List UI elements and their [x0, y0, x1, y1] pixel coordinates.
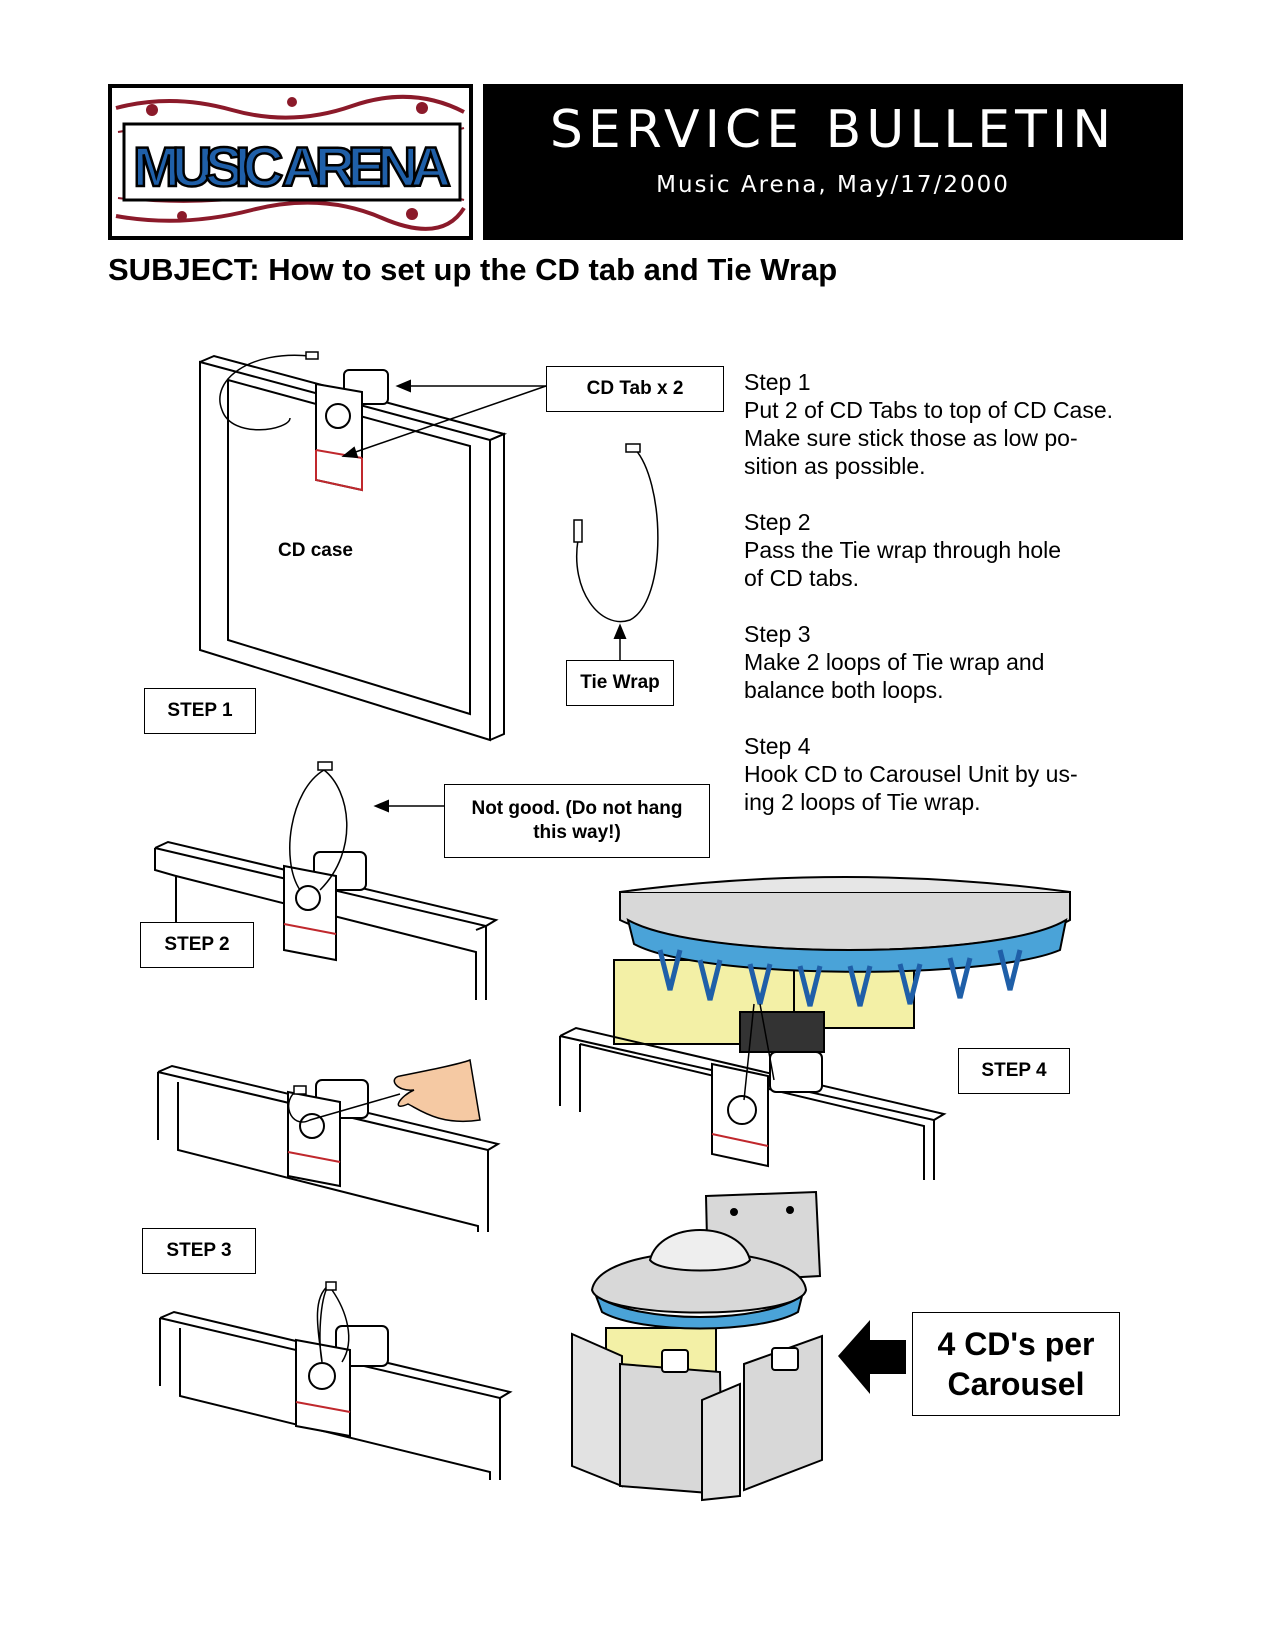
- instruction-step-1: Step 1 Put 2 of CD Tabs to top of CD Cas…: [744, 368, 1114, 480]
- bulletin-date: Music Arena, May/17/2000: [656, 172, 1010, 198]
- full-carousel-illustration: [571, 1190, 823, 1502]
- step1-label: STEP 1: [144, 688, 256, 734]
- carousel-closeup-illustration: [559, 876, 1071, 1180]
- step4-label: STEP 4: [958, 1048, 1070, 1094]
- instruction-step-4: Step 4 Hook CD to Carousel Unit by us- i…: [744, 732, 1114, 816]
- instruction-heading: Step 1: [744, 369, 811, 395]
- per-carousel-callout: 4 CD's per Carousel: [912, 1312, 1120, 1416]
- instruction-heading: Step 3: [744, 621, 811, 647]
- bulletin-banner: SERVICE BULLETIN Music Arena, May/17/200…: [483, 84, 1183, 240]
- instruction-step-3: Step 3 Make 2 loops of Tie wrap and bala…: [744, 620, 1114, 704]
- instruction-heading: Step 2: [744, 509, 811, 535]
- bulletin-title: SERVICE BULLETIN: [549, 100, 1117, 160]
- tie-wrap-label: Tie Wrap: [566, 660, 674, 706]
- instructions-column: Step 1 Put 2 of CD Tabs to top of CD Cas…: [744, 368, 1114, 844]
- step3-label: STEP 3: [142, 1228, 256, 1274]
- instruction-heading: Step 4: [744, 733, 811, 759]
- cd-tab-label: CD Tab x 2: [546, 366, 724, 412]
- instruction-step-2: Step 2 Pass the Tie wrap through hole of…: [744, 508, 1114, 592]
- cd-case-label: CD case: [278, 540, 353, 561]
- instruction-text: Make 2 loops of Tie wrap and balance bot…: [744, 649, 1045, 703]
- instruction-text: Pass the Tie wrap through hole of CD tab…: [744, 537, 1062, 591]
- step3-illustration: [159, 1281, 513, 1480]
- music-arena-logo: MUSIC ARENA: [108, 84, 473, 240]
- tie-wrap-illustration: [573, 443, 659, 623]
- instruction-text: Hook CD to Carousel Unit by us- ing 2 lo…: [744, 761, 1078, 815]
- instruction-text: Put 2 of CD Tabs to top of CD Case. Make…: [744, 397, 1114, 479]
- not-good-label: Not good. (Do not hang this way!): [444, 784, 710, 858]
- threading-illustration: [157, 1058, 501, 1232]
- step2-label: STEP 2: [140, 922, 254, 968]
- logo-graphic: MUSIC ARENA: [115, 94, 466, 231]
- subject-line: SUBJECT: How to set up the CD tab and Ti…: [108, 252, 838, 287]
- cd-case-illustration: [199, 351, 508, 742]
- big-arrow-icon: [838, 1320, 906, 1394]
- logo-wordmark: MUSIC ARENA: [133, 135, 451, 198]
- not-good-illustration: [154, 761, 499, 1000]
